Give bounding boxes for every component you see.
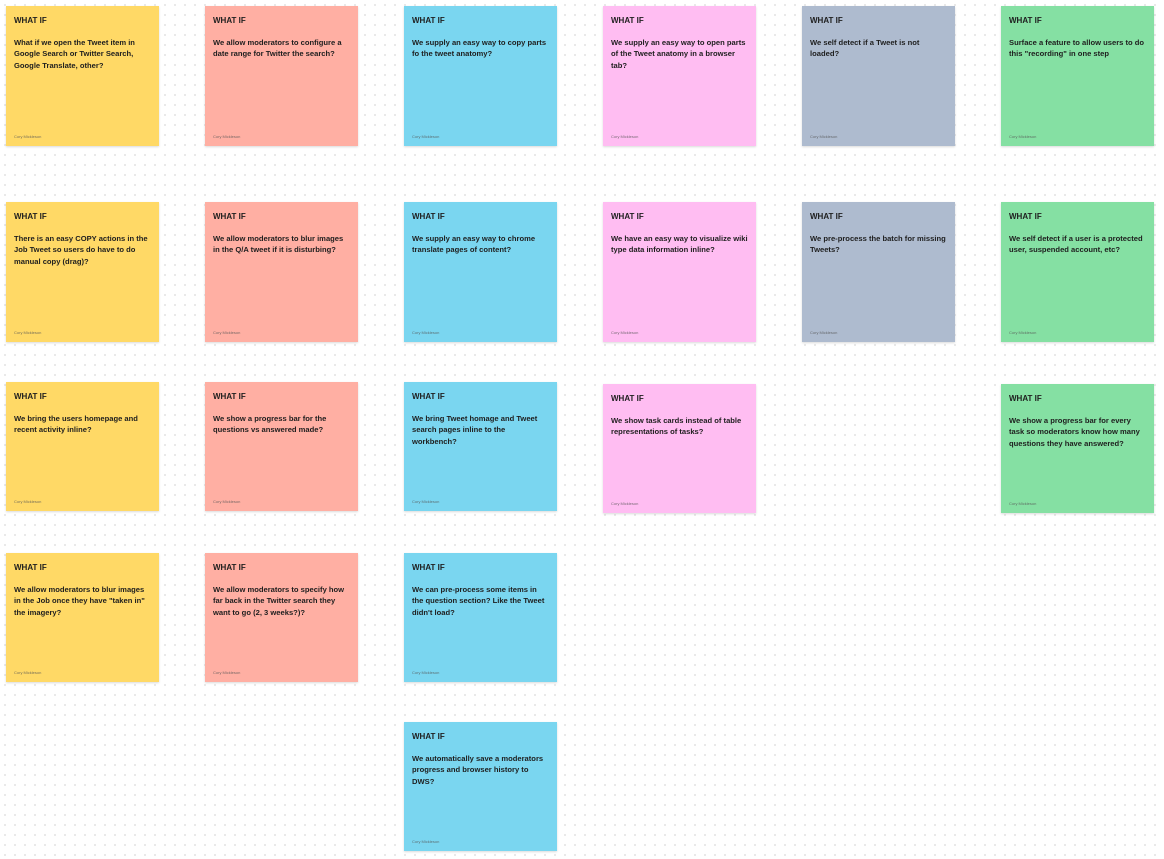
sticky-title: WHAT IF xyxy=(213,563,246,572)
sticky-title: WHAT IF xyxy=(213,16,246,25)
sticky-author: Cory Mickleson xyxy=(810,134,838,139)
sticky-author: Cory Mickleson xyxy=(213,134,241,139)
sticky-title: WHAT IF xyxy=(14,16,47,25)
sticky-body: We show a progress bar for the questions… xyxy=(213,414,327,435)
sticky-body: We self detect if a user is a protected … xyxy=(1009,234,1143,255)
sticky-title: WHAT IF xyxy=(412,212,445,221)
sticky-title: WHAT IF xyxy=(14,563,47,572)
sticky-title: WHAT IF xyxy=(810,212,843,221)
sticky-author: Cory Mickleson xyxy=(14,670,42,675)
sticky-author: Cory Mickleson xyxy=(1009,501,1037,506)
sticky-author: Cory Mickleson xyxy=(412,499,440,504)
sticky-title: WHAT IF xyxy=(412,16,445,25)
sticky-author: Cory Mickleson xyxy=(213,670,241,675)
sticky-note[interactable]: WHAT IF We bring the users homepage and … xyxy=(6,382,159,511)
sticky-title: WHAT IF xyxy=(611,16,644,25)
sticky-note[interactable]: WHAT IF We self detect if a Tweet is not… xyxy=(802,6,955,146)
sticky-note[interactable]: WHAT IF We allow moderators to blur imag… xyxy=(6,553,159,682)
sticky-note[interactable]: WHAT IF What if we open the Tweet item i… xyxy=(6,6,159,146)
sticky-title: WHAT IF xyxy=(412,732,445,741)
sticky-body: We pre-process the batch for missing Twe… xyxy=(810,234,946,255)
sticky-body: We automatically save a moderators progr… xyxy=(412,754,544,786)
sticky-note[interactable]: WHAT IF We allow moderators to blur imag… xyxy=(205,202,358,342)
sticky-body: We supply an easy way to open parts of t… xyxy=(611,38,746,70)
sticky-body: We allow moderators to blur images in th… xyxy=(213,234,344,255)
sticky-author: Cory Mickleson xyxy=(412,134,440,139)
sticky-title: WHAT IF xyxy=(1009,16,1042,25)
sticky-title: WHAT IF xyxy=(412,392,445,401)
sticky-body: What if we open the Tweet item in Google… xyxy=(14,38,135,70)
sticky-body: We can pre-process some items in the que… xyxy=(412,585,545,617)
sticky-author: Cory Mickleson xyxy=(611,501,639,506)
sticky-note[interactable]: WHAT IF We pre-process the batch for mis… xyxy=(802,202,955,342)
sticky-note[interactable]: WHAT IF We have an easy way to visualize… xyxy=(603,202,756,342)
sticky-author: Cory Mickleson xyxy=(1009,134,1037,139)
sticky-note[interactable]: WHAT IF We show a progress bar for the q… xyxy=(205,382,358,511)
sticky-author: Cory Mickleson xyxy=(1009,330,1037,335)
sticky-author: Cory Mickleson xyxy=(213,499,241,504)
sticky-body: We show task cards instead of table repr… xyxy=(611,416,742,437)
sticky-title: WHAT IF xyxy=(1009,212,1042,221)
sticky-note[interactable]: WHAT IF We supply an easy way to open pa… xyxy=(603,6,756,146)
sticky-author: Cory Mickleson xyxy=(611,134,639,139)
sticky-body: We have an easy way to visualize wiki ty… xyxy=(611,234,748,255)
sticky-author: Cory Mickleson xyxy=(611,330,639,335)
sticky-body: Surface a feature to allow users to do t… xyxy=(1009,38,1145,59)
sticky-author: Cory Mickleson xyxy=(412,670,440,675)
sticky-title: WHAT IF xyxy=(611,394,644,403)
sticky-note[interactable]: WHAT IF We bring Tweet homage and Tweet … xyxy=(404,382,557,511)
sticky-note[interactable]: WHAT IF We supply an easy way to chrome … xyxy=(404,202,557,342)
sticky-note[interactable]: WHAT IF We show task cards instead of ta… xyxy=(603,384,756,513)
sticky-body: There is an easy COPY actions in the Job… xyxy=(14,234,148,266)
sticky-author: Cory Mickleson xyxy=(810,330,838,335)
sticky-body: We supply an easy way to copy parts fo t… xyxy=(412,38,547,59)
sticky-body: We allow moderators to blur images in th… xyxy=(14,585,145,617)
sticky-title: WHAT IF xyxy=(213,392,246,401)
sticky-body: We bring the users homepage and recent a… xyxy=(14,414,138,435)
sticky-note[interactable]: WHAT IF Surface a feature to allow users… xyxy=(1001,6,1154,146)
sticky-author: Cory Mickleson xyxy=(412,839,440,844)
sticky-body: We allow moderators to specify how far b… xyxy=(213,585,345,617)
sticky-title: WHAT IF xyxy=(213,212,246,221)
sticky-note[interactable]: WHAT IF We show a progress bar for every… xyxy=(1001,384,1154,513)
sticky-note[interactable]: WHAT IF We automatically save a moderato… xyxy=(404,722,557,851)
sticky-title: WHAT IF xyxy=(611,212,644,221)
sticky-author: Cory Mickleson xyxy=(14,134,42,139)
sticky-title: WHAT IF xyxy=(14,392,47,401)
sticky-note[interactable]: WHAT IF We allow moderators to specify h… xyxy=(205,553,358,682)
sticky-title: WHAT IF xyxy=(810,16,843,25)
sticky-body: We supply an easy way to chrome translat… xyxy=(412,234,536,255)
sticky-title: WHAT IF xyxy=(14,212,47,221)
sticky-body: We self detect if a Tweet is not loaded? xyxy=(810,38,920,59)
sticky-body: We allow moderators to configure a date … xyxy=(213,38,342,59)
sticky-body: We bring Tweet homage and Tweet search p… xyxy=(412,414,538,446)
sticky-note[interactable]: WHAT IF We supply an easy way to copy pa… xyxy=(404,6,557,146)
sticky-title: WHAT IF xyxy=(1009,394,1042,403)
sticky-note[interactable]: WHAT IF There is an easy COPY actions in… xyxy=(6,202,159,342)
sticky-note[interactable]: WHAT IF We self detect if a user is a pr… xyxy=(1001,202,1154,342)
sticky-author: Cory Mickleson xyxy=(14,499,42,504)
sticky-note[interactable]: WHAT IF We can pre-process some items in… xyxy=(404,553,557,682)
sticky-body: We show a progress bar for every task so… xyxy=(1009,416,1140,448)
sticky-note[interactable]: WHAT IF We allow moderators to configure… xyxy=(205,6,358,146)
sticky-author: Cory Mickleson xyxy=(213,330,241,335)
sticky-title: WHAT IF xyxy=(412,563,445,572)
sticky-author: Cory Mickleson xyxy=(14,330,42,335)
sticky-author: Cory Mickleson xyxy=(412,330,440,335)
